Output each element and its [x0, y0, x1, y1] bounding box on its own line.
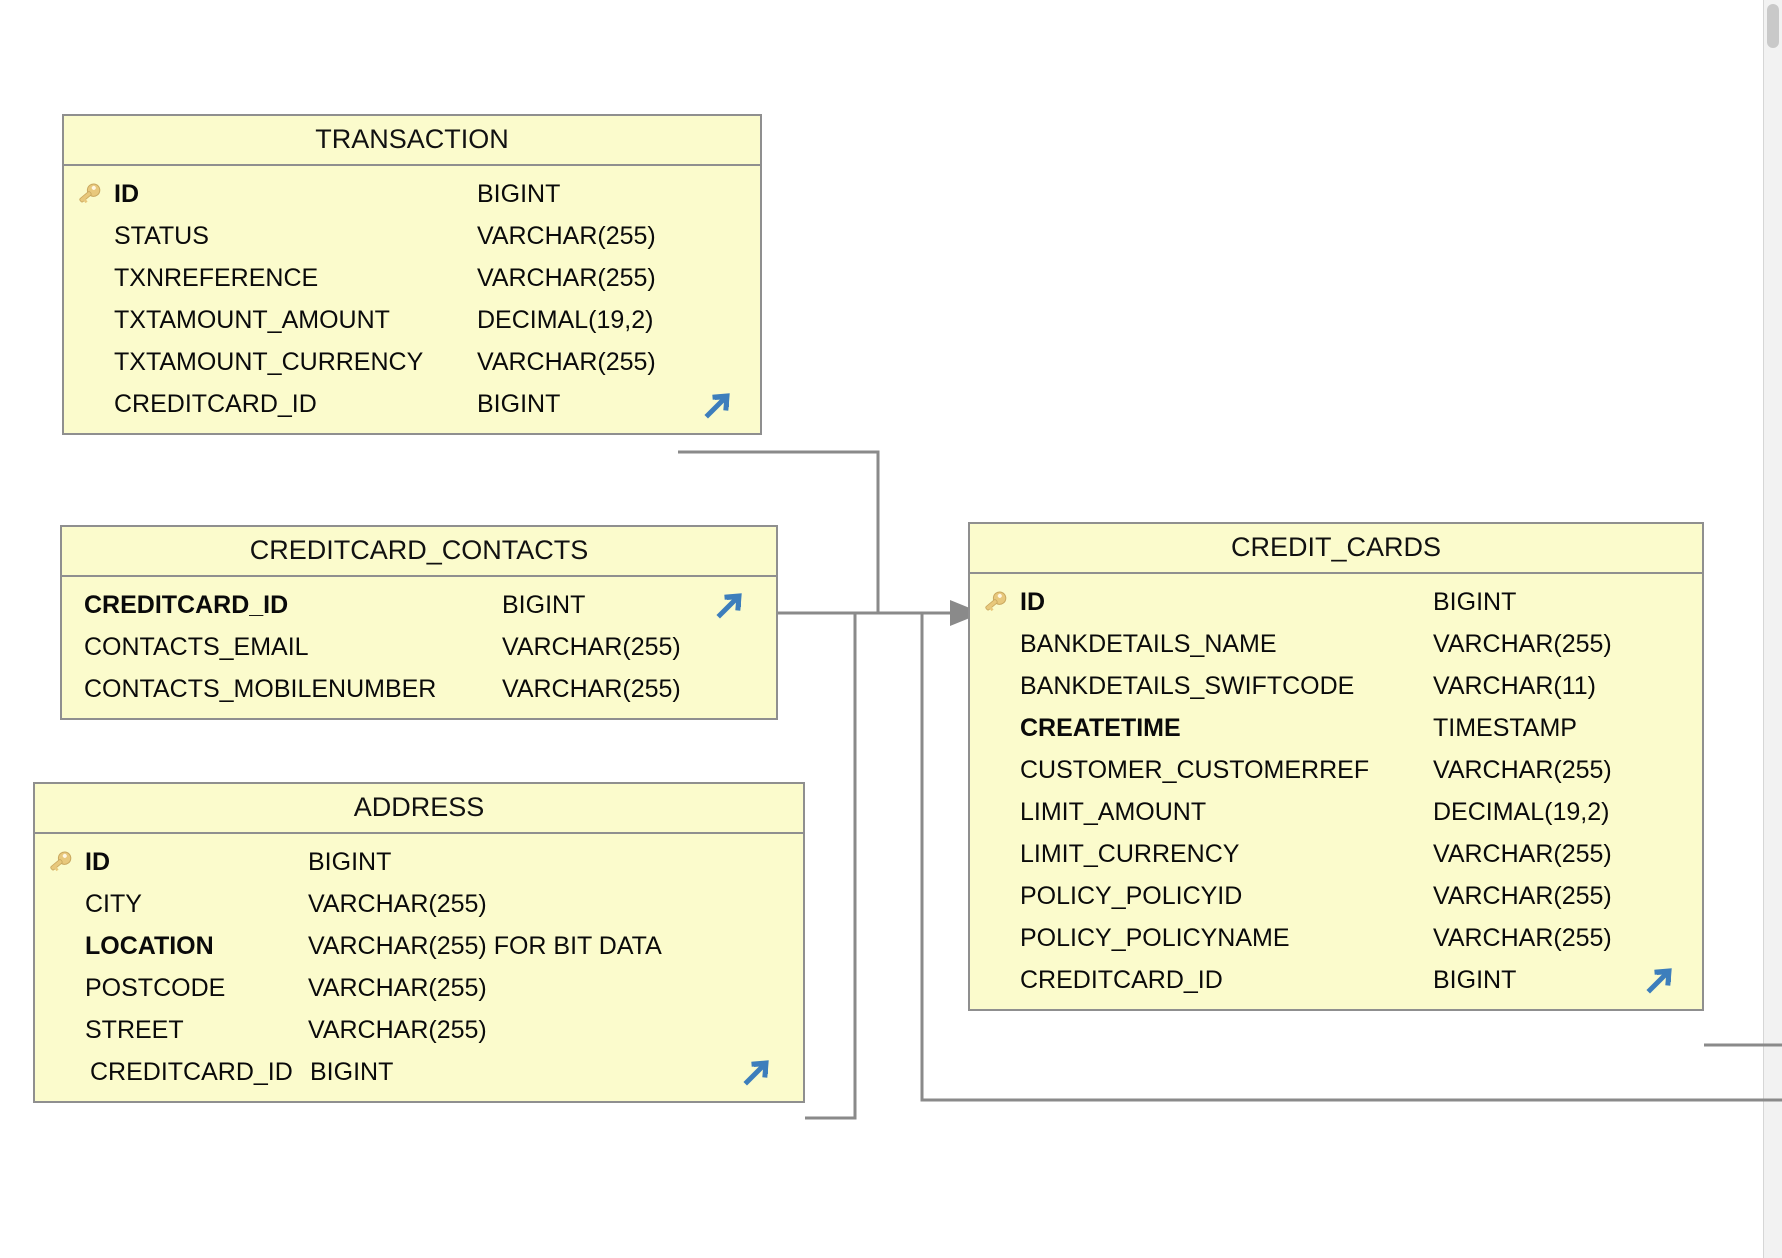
- attribute-row[interactable]: TXNREFERENCE VARCHAR(255): [64, 257, 760, 299]
- attribute-row[interactable]: BANKDETAILS_SWIFTCODE VARCHAR(11): [970, 665, 1702, 707]
- entity-body-address: ID BIGINT CITY VARCHAR(255) LOCATION VAR…: [35, 834, 803, 1101]
- attribute-type: VARCHAR(255): [477, 221, 656, 250]
- entity-title-credit-cards: CREDIT_CARDS: [970, 524, 1702, 575]
- attribute-name: LIMIT_CURRENCY: [1020, 839, 1240, 868]
- attribute-row[interactable]: CREDITCARD_ID BIGINT: [62, 584, 776, 626]
- attribute-type: VARCHAR(255): [1433, 923, 1612, 952]
- attribute-name: TXNREFERENCE: [114, 263, 319, 292]
- attribute-name: ID: [85, 847, 110, 876]
- attribute-name: CITY: [85, 889, 142, 918]
- attribute-name: LIMIT_AMOUNT: [1020, 797, 1207, 826]
- attribute-row[interactable]: ID BIGINT: [64, 173, 760, 215]
- attribute-type: VARCHAR(255): [1433, 839, 1612, 868]
- entity-credit-cards[interactable]: CREDIT_CARDS ID BIGINT BANKDETAILS_NAME: [968, 522, 1704, 1012]
- attribute-name: ID: [1020, 587, 1045, 616]
- entity-creditcard-contacts[interactable]: CREDITCARD_CONTACTS CREDITCARD_ID BIGINT…: [60, 525, 778, 721]
- attribute-name: BANKDETAILS_SWIFTCODE: [1020, 671, 1355, 700]
- attribute-name: ID: [114, 179, 139, 208]
- primary-key-icon: [970, 589, 1020, 615]
- attribute-name: CREDITCARD_ID: [1020, 965, 1223, 994]
- attribute-type: VARCHAR(255): [477, 347, 656, 376]
- attribute-type: BIGINT: [477, 179, 561, 208]
- attribute-type: VARCHAR(255): [1433, 881, 1612, 910]
- attribute-name: CREATETIME: [1020, 713, 1181, 742]
- attribute-name: TXTAMOUNT_AMOUNT: [114, 305, 390, 334]
- attribute-type: BIGINT: [310, 1057, 394, 1086]
- attribute-row[interactable]: CREDITCARD_ID BIGINT: [35, 1051, 803, 1093]
- attribute-row[interactable]: CREATETIME TIMESTAMP: [970, 707, 1702, 749]
- attribute-name: CUSTOMER_CUSTOMERREF: [1020, 755, 1370, 784]
- attribute-row[interactable]: LIMIT_AMOUNT DECIMAL(19,2): [970, 791, 1702, 833]
- entity-title-creditcard-contacts: CREDITCARD_CONTACTS: [62, 527, 776, 578]
- attribute-name: BANKDETAILS_NAME: [1020, 629, 1277, 658]
- connector-address-to-credit-cards: [805, 613, 857, 1120]
- attribute-type: VARCHAR(255): [1433, 755, 1612, 784]
- attribute-type: BIGINT: [477, 389, 561, 418]
- foreign-key-icon: [714, 588, 748, 620]
- attribute-row[interactable]: TXTAMOUNT_AMOUNT DECIMAL(19,2): [64, 299, 760, 341]
- attribute-row[interactable]: ID BIGINT: [35, 841, 803, 883]
- foreign-key-icon: [1644, 963, 1678, 995]
- attribute-name: CREDITCARD_ID: [114, 389, 317, 418]
- attribute-row[interactable]: CONTACTS_MOBILENUMBER VARCHAR(255): [62, 668, 776, 710]
- attribute-name: POLICY_POLICYNAME: [1020, 923, 1290, 952]
- attribute-row[interactable]: STATUS VARCHAR(255): [64, 215, 760, 257]
- attribute-type: VARCHAR(255) FOR BIT DATA: [308, 931, 662, 960]
- attribute-name: LOCATION: [85, 931, 214, 960]
- attribute-row[interactable]: POLICY_POLICYNAME VARCHAR(255): [970, 917, 1702, 959]
- attribute-type: VARCHAR(11): [1433, 671, 1596, 700]
- entity-body-creditcard-contacts: CREDITCARD_ID BIGINT CONTACTS_EMAIL VARC…: [62, 577, 776, 718]
- attribute-type: DECIMAL(19,2): [477, 305, 654, 334]
- attribute-name: POLICY_POLICYID: [1020, 881, 1243, 910]
- attribute-type: BIGINT: [308, 847, 392, 876]
- entity-address[interactable]: ADDRESS ID BIGINT CITY VARCHAR(255): [33, 782, 805, 1104]
- attribute-type: VARCHAR(255): [477, 263, 656, 292]
- attribute-type: BIGINT: [502, 590, 586, 619]
- entity-body-transaction: ID BIGINT STATUS VARCHAR(255) TXNREFEREN…: [64, 166, 760, 433]
- foreign-key-icon: [741, 1055, 775, 1087]
- primary-key-icon: [64, 181, 114, 207]
- attribute-type: VARCHAR(255): [308, 973, 487, 1002]
- attribute-row[interactable]: POLICY_POLICYID VARCHAR(255): [970, 875, 1702, 917]
- entity-title-address: ADDRESS: [35, 784, 803, 835]
- primary-key-icon: [35, 849, 85, 875]
- attribute-row[interactable]: STREET VARCHAR(255): [35, 1009, 803, 1051]
- entity-body-credit-cards: ID BIGINT BANKDETAILS_NAME VARCHAR(255) …: [970, 574, 1702, 1009]
- attribute-row[interactable]: LIMIT_CURRENCY VARCHAR(255): [970, 833, 1702, 875]
- attribute-row[interactable]: TXTAMOUNT_CURRENCY VARCHAR(255): [64, 341, 760, 383]
- attribute-name: CREDITCARD_ID: [90, 1057, 293, 1086]
- attribute-type: VARCHAR(255): [308, 889, 487, 918]
- attribute-name: CREDITCARD_ID: [84, 590, 289, 619]
- entity-transaction[interactable]: TRANSACTION ID BIGINT STATUS VARCHAR(25: [62, 114, 762, 436]
- attribute-row[interactable]: CUSTOMER_CUSTOMERREF VARCHAR(255): [970, 749, 1702, 791]
- attribute-type: VARCHAR(255): [502, 632, 681, 661]
- attribute-type: VARCHAR(255): [502, 674, 681, 703]
- attribute-name: TXTAMOUNT_CURRENCY: [114, 347, 424, 376]
- attribute-row[interactable]: CREDITCARD_ID BIGINT: [970, 959, 1702, 1001]
- foreign-key-icon: [702, 388, 736, 420]
- attribute-type: VARCHAR(255): [1433, 629, 1612, 658]
- scrollbar-thumb[interactable]: [1767, 4, 1779, 48]
- attribute-row[interactable]: CONTACTS_EMAIL VARCHAR(255): [62, 626, 776, 668]
- attribute-name: STREET: [85, 1015, 184, 1044]
- attribute-row[interactable]: CITY VARCHAR(255): [35, 883, 803, 925]
- attribute-row[interactable]: BANKDETAILS_NAME VARCHAR(255): [970, 623, 1702, 665]
- attribute-type: VARCHAR(255): [308, 1015, 487, 1044]
- attribute-row[interactable]: POSTCODE VARCHAR(255): [35, 967, 803, 1009]
- attribute-type: BIGINT: [1433, 965, 1517, 994]
- attribute-type: BIGINT: [1433, 587, 1517, 616]
- entity-title-transaction: TRANSACTION: [64, 116, 760, 167]
- vertical-scrollbar[interactable]: [1763, 0, 1782, 1258]
- attribute-name: STATUS: [114, 221, 209, 250]
- attribute-row[interactable]: LOCATION VARCHAR(255) FOR BIT DATA: [35, 925, 803, 967]
- attribute-name: CONTACTS_MOBILENUMBER: [84, 674, 437, 703]
- attribute-type: DECIMAL(19,2): [1433, 797, 1610, 826]
- attribute-row[interactable]: CREDITCARD_ID BIGINT: [64, 383, 760, 425]
- attribute-name: CONTACTS_EMAIL: [84, 632, 309, 661]
- attribute-type: TIMESTAMP: [1433, 713, 1577, 742]
- attribute-name: POSTCODE: [85, 973, 226, 1002]
- attribute-row[interactable]: ID BIGINT: [970, 581, 1702, 623]
